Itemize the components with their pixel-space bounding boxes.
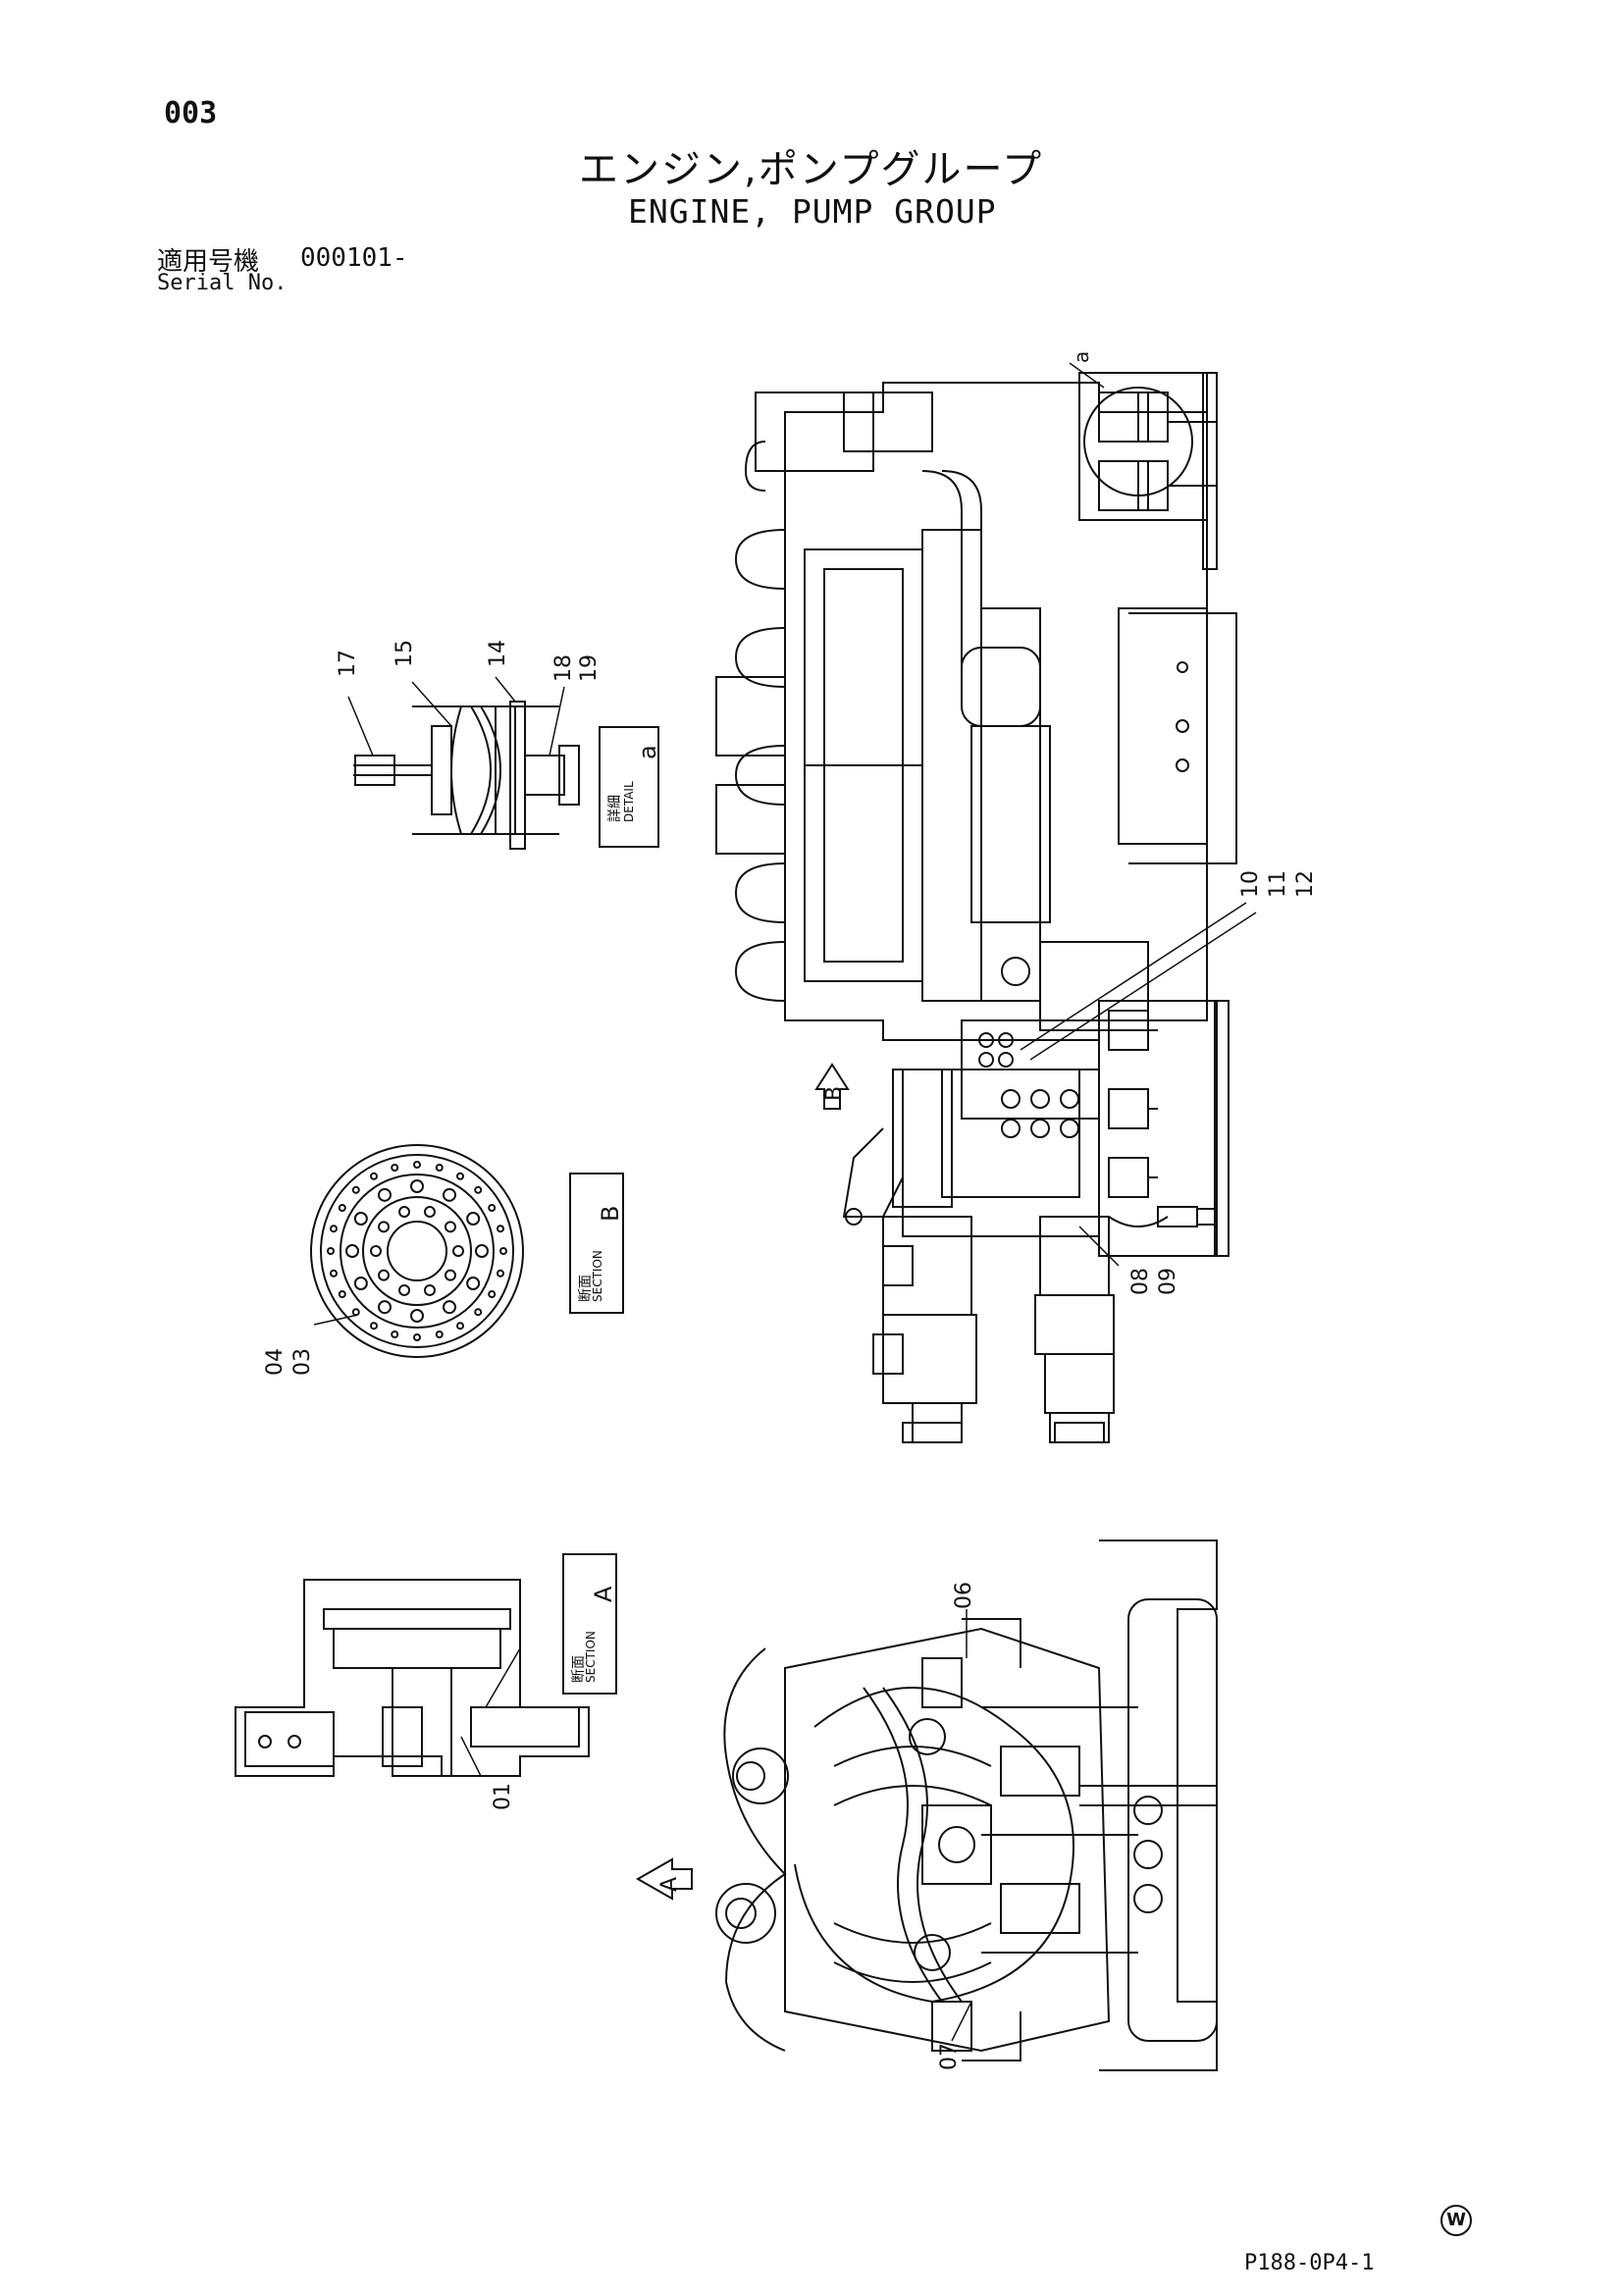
callout-08: 08: [1128, 1268, 1153, 1295]
engine-side-view: [715, 372, 1237, 1443]
section-a-label-en: SECTION: [584, 1631, 598, 1683]
detail-a-letter: a: [634, 745, 661, 759]
flywheel-bolt-hole: [488, 1204, 497, 1212]
detail-a-drawing: [353, 701, 580, 850]
flywheel-bolt-hole: [466, 1277, 481, 1290]
flywheel-bolt-hole: [423, 1283, 436, 1296]
section-a-label: 断面 SECTION A: [562, 1553, 617, 1695]
flywheel-bolt-hole: [370, 1172, 378, 1180]
flywheel-bolt-hole: [345, 1244, 359, 1258]
page-title-japanese: エンジン,ポンプグループ: [579, 147, 1044, 192]
flywheel-bolt-hole: [497, 1225, 505, 1233]
flywheel-bolt-hole: [391, 1331, 399, 1339]
flywheel-bolt-hole: [370, 1322, 378, 1331]
flywheel-bolt-hole: [444, 1221, 456, 1233]
callout-03: 03: [290, 1348, 315, 1376]
flywheel-bolt-hole: [444, 1269, 456, 1281]
engine-top-view: [715, 1539, 1218, 2071]
view-arrow-b-letter: B: [822, 1085, 847, 1101]
flywheel-bolt-hole: [410, 1309, 424, 1323]
callout-09: 09: [1156, 1268, 1180, 1295]
flywheel-bolt-hole: [353, 1212, 368, 1226]
callout-01: 01: [491, 1783, 515, 1810]
section-b-label: 断面 SECTION B: [569, 1173, 624, 1314]
callout-06: 06: [952, 1582, 976, 1609]
flywheel-bolt-hole: [338, 1290, 346, 1298]
view-arrow-b: [814, 1063, 850, 1110]
callout-19: 19: [577, 654, 602, 682]
callout-17: 17: [336, 650, 360, 677]
flywheel-bolt-hole: [456, 1172, 464, 1180]
view-arrow-a-letter: A: [657, 1876, 682, 1892]
callout-12: 12: [1293, 870, 1318, 898]
flywheel-bolt-hole: [351, 1308, 360, 1317]
callout-leaders-lower: [951, 1609, 972, 2042]
flywheel-bolt-hole: [497, 1269, 505, 1278]
section-b-letter: B: [597, 1205, 624, 1222]
flywheel-bolt-hole: [391, 1163, 399, 1172]
flywheel-bolt-hole: [329, 1269, 338, 1278]
callout-07: 07: [937, 2043, 962, 2070]
callout-leaders-detail-a: [347, 676, 565, 757]
section-b-flywheel: [310, 1144, 524, 1358]
section-a-letter: A: [590, 1586, 617, 1602]
detail-a-label: 詳細 DETAIL a: [599, 726, 661, 848]
flywheel-bolt-hole: [466, 1212, 481, 1226]
corner-mark: W: [1440, 2205, 1472, 2236]
drawing-number: P188-0P4-1: [1244, 2251, 1375, 2275]
serial-label-english: Serial No.: [157, 271, 288, 295]
callout-15: 15: [393, 640, 417, 667]
flywheel-bolt-hole: [435, 1163, 444, 1172]
page-number: 003: [164, 96, 218, 130]
detail-a-label-ja: 詳細: [607, 795, 623, 822]
flywheel-bolt-hole: [413, 1333, 421, 1341]
view-arrow-a: [635, 1857, 693, 1901]
callout-14: 14: [486, 640, 510, 667]
flywheel-bolt-hole: [452, 1245, 464, 1257]
flywheel-bolt-hole: [456, 1322, 464, 1331]
section-a-drawing: [235, 1579, 590, 1777]
flywheel-bolt-hole: [413, 1161, 421, 1169]
flywheel-bolt-hole: [423, 1206, 436, 1219]
serial-range: 000101-: [300, 243, 408, 273]
page-title-english: ENGINE, PUMP GROUP: [628, 192, 997, 231]
section-b-label-en: SECTION: [591, 1250, 604, 1302]
flywheel-bolt-hole: [329, 1225, 338, 1233]
callout-10: 10: [1238, 870, 1263, 898]
callout-leaders-section-a: [460, 1647, 521, 1777]
flywheel-bolt-hole: [443, 1300, 456, 1315]
detail-a-label-en: DETAIL: [622, 781, 636, 822]
flywheel-bolt-hole: [351, 1185, 360, 1194]
flywheel-bolt-hole: [474, 1185, 483, 1194]
callout-04: 04: [263, 1348, 288, 1376]
flywheel-bolt-hole: [475, 1244, 489, 1258]
serial-label-japanese: 適用号機: [157, 247, 260, 277]
flywheel-bolt-hole: [398, 1206, 411, 1219]
callout-leaders-section-b: [313, 1314, 359, 1326]
detail-leader-a: a: [1070, 350, 1093, 363]
flywheel-bolt-hole: [488, 1290, 497, 1298]
flywheel-bolt-hole: [338, 1204, 346, 1212]
callout-18: 18: [551, 654, 576, 682]
flywheel-bolt-hole: [378, 1187, 392, 1202]
flywheel-bolt-hole: [499, 1247, 507, 1255]
flywheel-bolt-hole: [370, 1245, 382, 1257]
flywheel-bolt-hole: [410, 1179, 424, 1193]
flywheel-bolt-hole: [398, 1283, 411, 1296]
flywheel-bolt-hole: [378, 1269, 391, 1281]
flywheel-bolt-hole: [378, 1221, 391, 1233]
flywheel-bolt-hole: [443, 1187, 456, 1202]
callout-leaders-upper: [1020, 362, 1257, 1267]
callout-11: 11: [1266, 870, 1290, 898]
flywheel-bolt-hole: [474, 1308, 483, 1317]
flywheel-bolt-hole: [378, 1300, 392, 1315]
flywheel-bolt-hole: [327, 1247, 335, 1255]
flywheel-bolt-hole: [353, 1277, 368, 1290]
flywheel-bolt-hole: [435, 1331, 444, 1339]
